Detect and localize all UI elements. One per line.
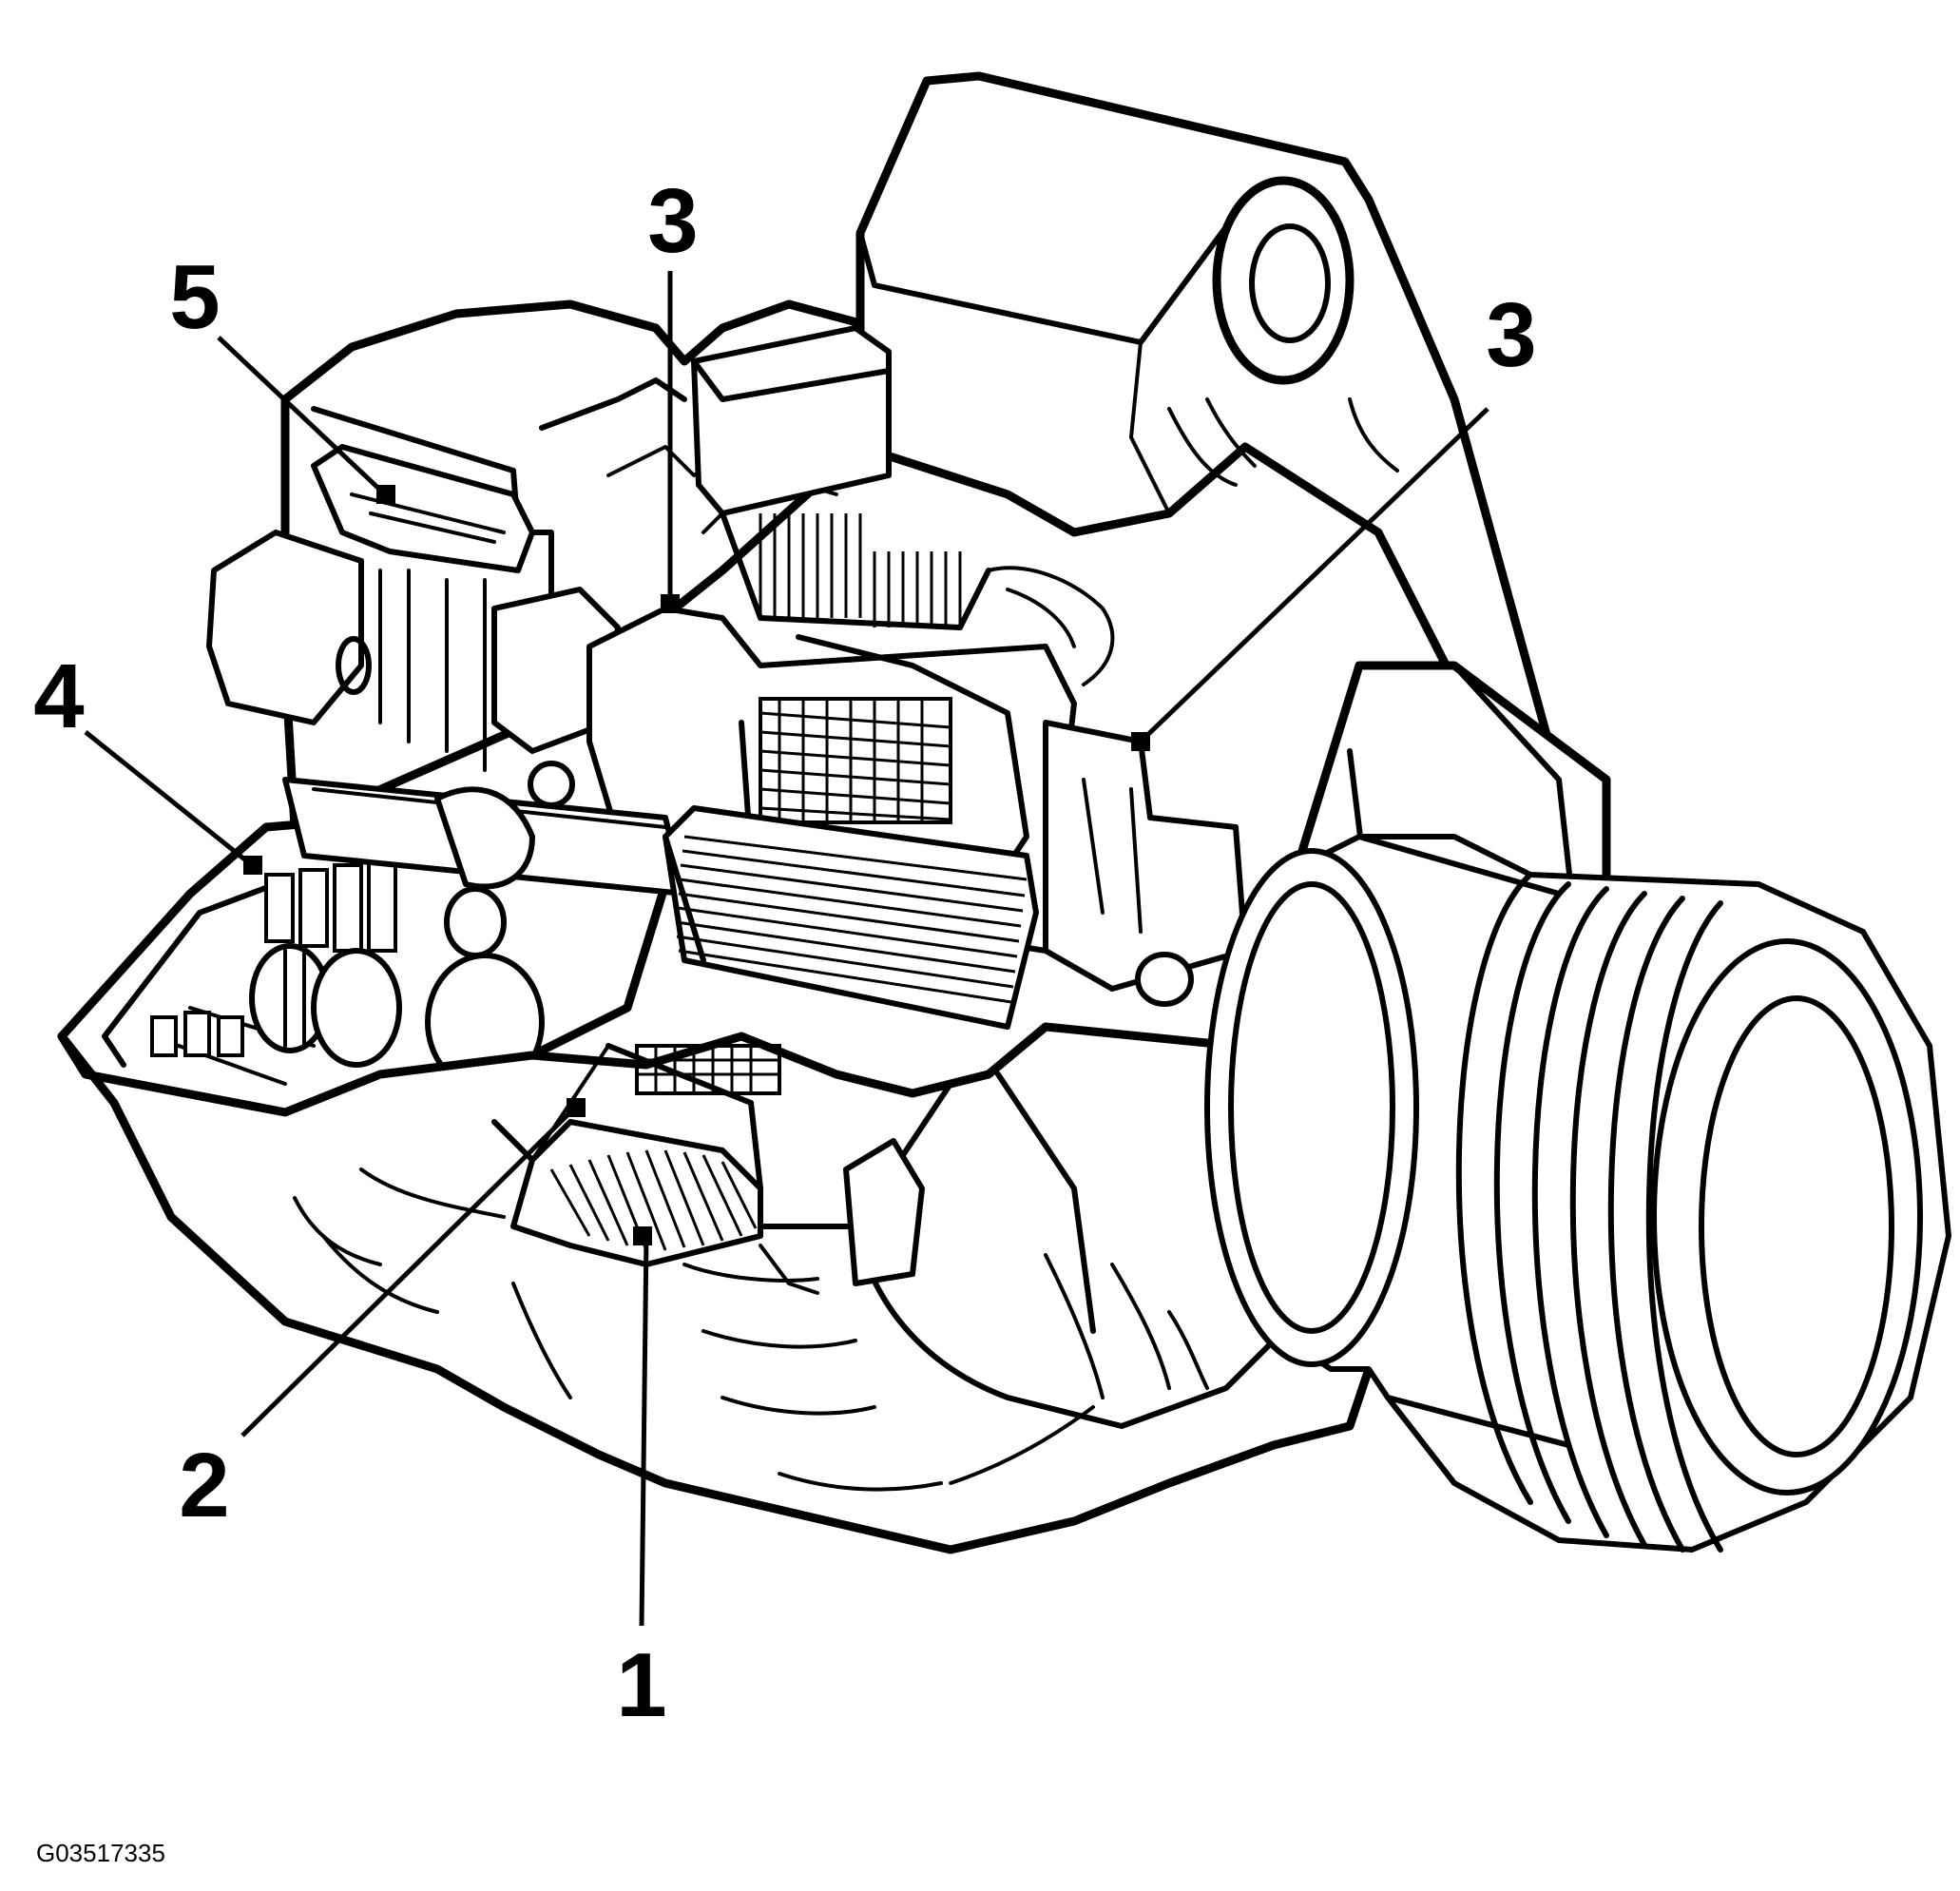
stator-core: [663, 805, 1039, 1030]
leader-dot-2: [567, 1098, 586, 1117]
callout-1: 1: [616, 1634, 666, 1736]
stator-top: [691, 325, 1115, 686]
stator-winding-lower: [510, 1043, 925, 1295]
leader-line-1: [639, 1235, 649, 1627]
rotor-pole-grid: [759, 697, 952, 824]
callout-numbers: 1 2 3 3 4 5: [33, 170, 1536, 1736]
stator-winding-hatch-lower: [549, 1149, 758, 1251]
leader-line-4: [84, 730, 254, 867]
callout-5: 5: [169, 246, 220, 348]
callout-3-right: 3: [1486, 284, 1536, 386]
leader-dot-4: [243, 856, 262, 875]
front-housing: [57, 1022, 1374, 1554]
leader-dot-1: [633, 1226, 652, 1245]
pulley: [1204, 834, 1951, 1553]
callout-4: 4: [33, 646, 84, 747]
mounting-ear: [855, 71, 1564, 799]
figure-code: G03517335: [36, 1839, 165, 1867]
leader-line-3b: [1139, 407, 1489, 743]
callout-leaders: [84, 271, 1489, 1627]
leader-dot-3a: [661, 594, 680, 613]
brushes: [150, 1011, 244, 1057]
leader-line-5: [217, 336, 387, 496]
stator-winding-hatch-top: [759, 513, 962, 627]
callout-2: 2: [179, 1435, 229, 1536]
leader-dot-5: [376, 485, 395, 504]
leader-line-2: [240, 1106, 577, 1438]
rotor-pole-grid-lower: [635, 1044, 781, 1095]
leader-dot-3b: [1131, 732, 1150, 751]
stator-lamination-lines: [676, 835, 1028, 1004]
slip-ring-bank: [264, 859, 397, 953]
callout-3-top: 3: [647, 170, 698, 272]
pulley-grooves: [1455, 872, 1723, 1553]
